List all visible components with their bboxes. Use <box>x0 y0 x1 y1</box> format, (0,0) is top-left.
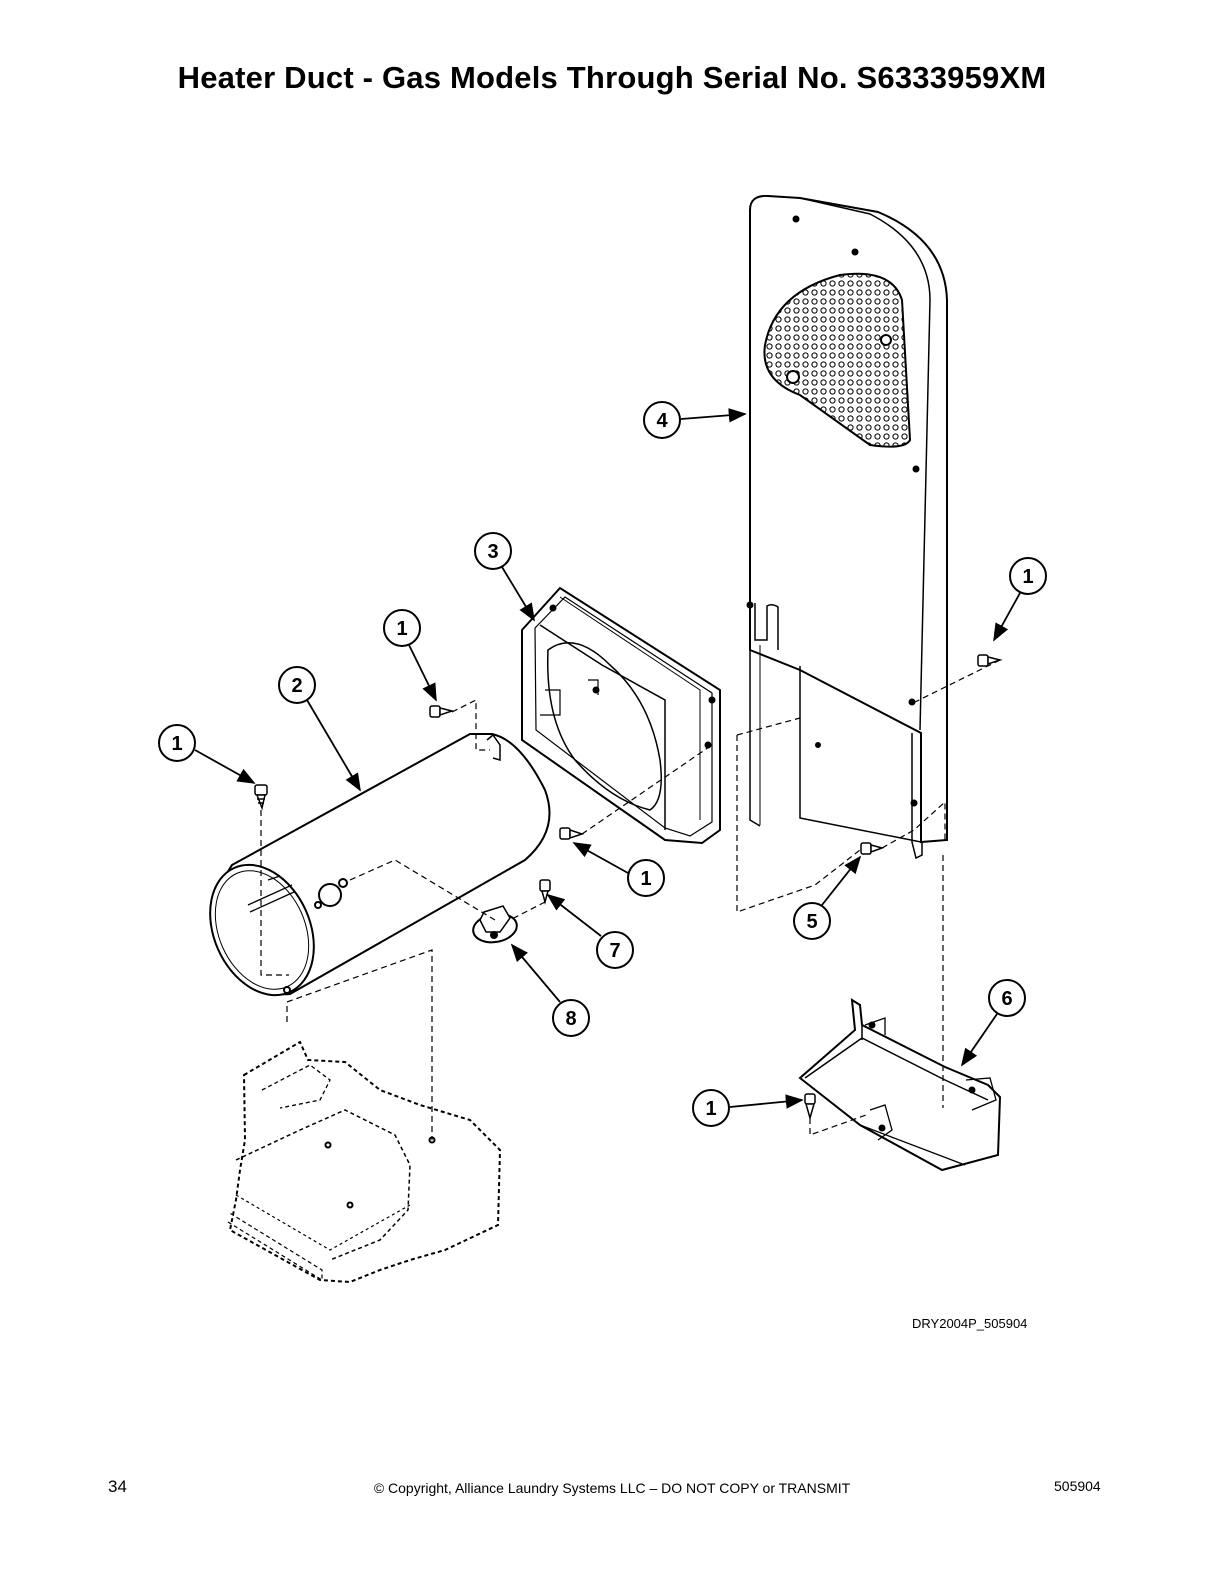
part-3-duct-flange <box>521 586 721 845</box>
part-4-heater-duct-panel <box>746 194 948 860</box>
callout-8: 8 <box>510 943 590 1037</box>
svg-text:1: 1 <box>396 618 407 640</box>
copyright-notice: © Copyright, Alliance Laundry Systems LL… <box>373 1480 851 1496</box>
svg-text:4: 4 <box>656 410 668 432</box>
svg-text:1: 1 <box>1022 566 1033 588</box>
svg-text:3: 3 <box>487 541 498 563</box>
svg-text:1: 1 <box>705 1098 716 1120</box>
svg-text:2: 2 <box>291 675 302 697</box>
screw-part-5 <box>860 842 885 855</box>
callout-3: 3 <box>474 532 535 622</box>
svg-text:7: 7 <box>609 940 620 962</box>
svg-text:5: 5 <box>806 911 817 933</box>
callout-1e: 1 <box>692 1089 804 1127</box>
drawing-id: DRY2004P_505904 <box>912 1316 1028 1331</box>
screw-part-1-bottom <box>804 1093 816 1121</box>
screw-part-1-top <box>429 705 455 718</box>
assembly-lines <box>260 659 1001 1140</box>
callout-1b: 1 <box>383 609 437 702</box>
part-2-burner-tube <box>209 733 551 997</box>
screw-part-1-right <box>977 654 1003 667</box>
document-number: 505904 <box>1054 1478 1101 1494</box>
callout-5: 5 <box>793 855 862 940</box>
screw-part-7 <box>539 879 551 905</box>
callout-2: 2 <box>278 666 361 792</box>
page-title: Heater Duct - Gas Models Through Serial … <box>177 60 1047 95</box>
part-8-sensor <box>472 905 518 944</box>
svg-text:1: 1 <box>640 868 651 890</box>
callout-4: 4 <box>643 401 747 439</box>
svg-text:6: 6 <box>1001 988 1012 1010</box>
callout-6: 6 <box>960 979 1026 1067</box>
callout-1c: 1 <box>158 724 256 784</box>
svg-text:1: 1 <box>171 733 182 755</box>
svg-text:8: 8 <box>565 1008 576 1030</box>
callout-7: 7 <box>546 893 634 969</box>
screw-part-1-middle <box>559 827 585 840</box>
callout-1d: 1 <box>572 842 665 897</box>
burner-base-reference <box>227 1040 502 1284</box>
callout-1a: 1 <box>993 557 1047 642</box>
screw-part-1-left <box>254 784 268 811</box>
page-number: 34 <box>108 1477 127 1496</box>
part-6-bracket <box>798 998 1002 1172</box>
